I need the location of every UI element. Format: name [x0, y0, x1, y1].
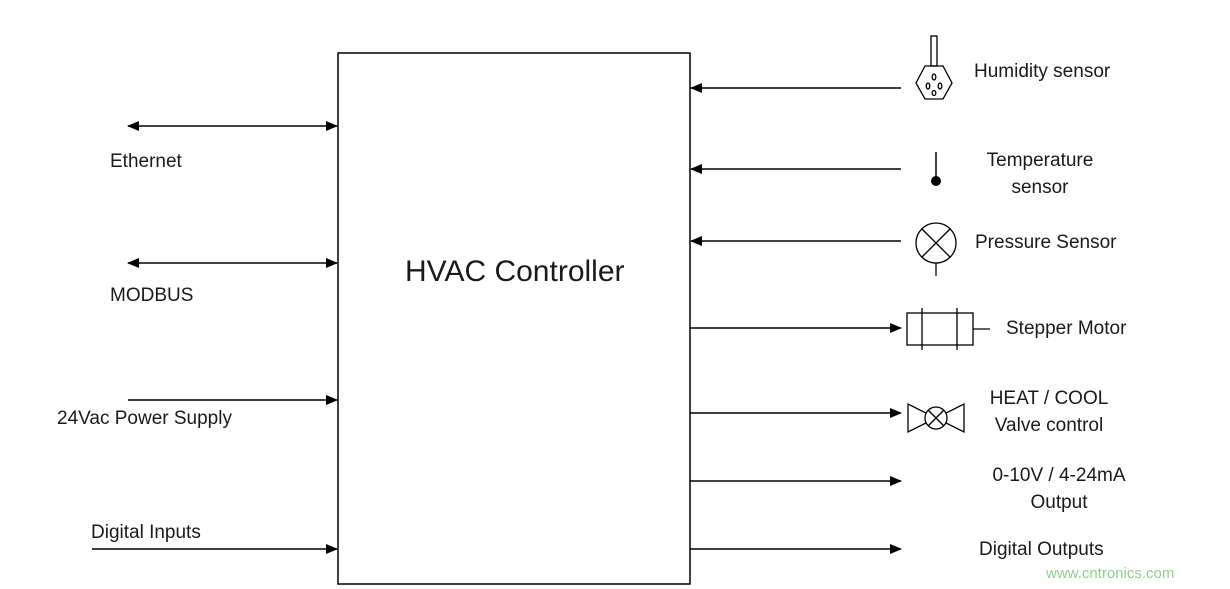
temperature-sensor-icon [931, 152, 941, 186]
valve-control-label: HEAT / COOL Valve control [969, 385, 1129, 439]
power-supply-label: 24Vac Power Supply [57, 408, 232, 429]
ethernet-label: Ethernet [110, 151, 182, 172]
stepper-motor-icon [906, 308, 990, 350]
valve-control-label-line1: HEAT / COOL [989, 388, 1109, 409]
temperature-sensor-label: Temperature sensor [960, 147, 1120, 201]
watermark: www.cntronics.com [1046, 565, 1175, 582]
digital-outputs-label: Digital Outputs [979, 539, 1104, 560]
analog-output-label: 0-10V / 4-24mA Output [969, 462, 1149, 516]
temperature-sensor-label-line2: sensor [1011, 177, 1069, 198]
pressure-sensor-label: Pressure Sensor [975, 232, 1117, 253]
valve-control-label-line2: Valve control [994, 415, 1104, 436]
stepper-motor-label: Stepper Motor [1006, 318, 1127, 339]
humidity-sensor-label: Humidity sensor [974, 61, 1111, 82]
modbus-label: MODBUS [110, 285, 194, 306]
analog-output-label-line2: Output [1030, 492, 1088, 513]
temperature-sensor-label-line1: Temperature [986, 150, 1094, 171]
valve-icon [907, 402, 965, 434]
controller-box [337, 52, 691, 585]
pressure-sensor-icon [915, 222, 957, 276]
analog-output-label-line1: 0-10V / 4-24mA [992, 465, 1126, 486]
controller-title: HVAC Controller [405, 255, 625, 288]
digital-inputs-label: Digital Inputs [91, 522, 201, 543]
humidity-sensor-icon [915, 35, 953, 100]
